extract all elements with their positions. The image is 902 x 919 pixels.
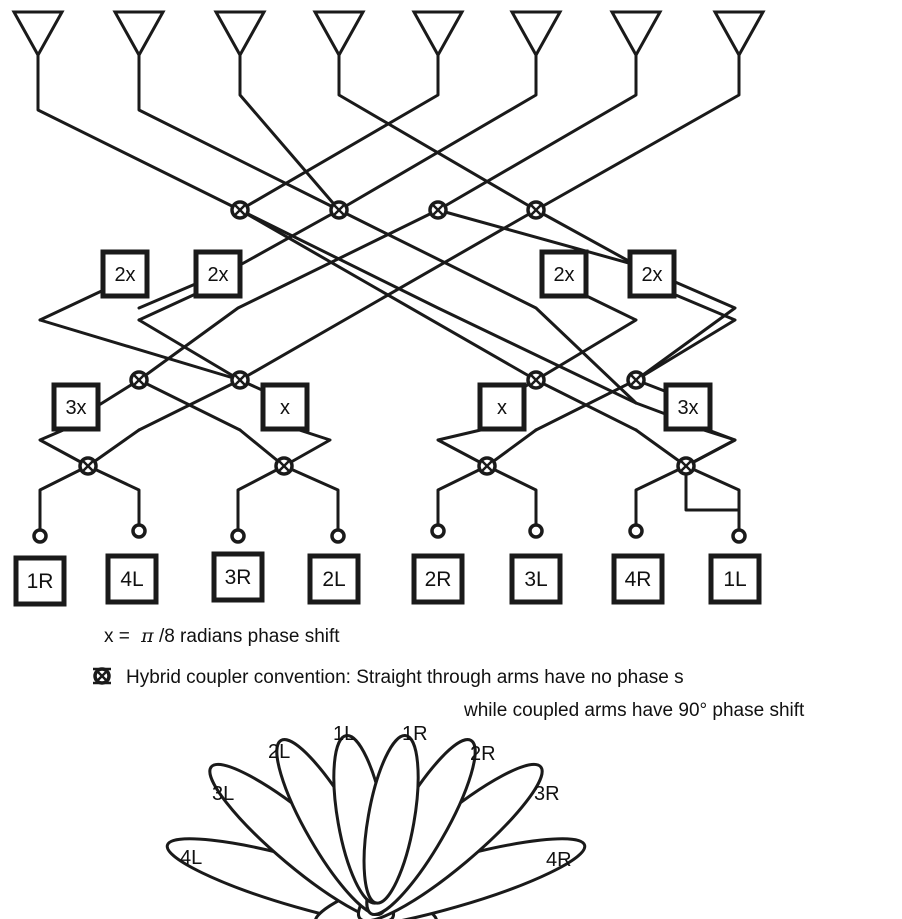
hybrid-coupler-icon: [129, 370, 149, 390]
beam-label-2R: 2R: [470, 743, 496, 765]
port-terminal-icon: [230, 528, 246, 544]
phase-shifter-box: 2x: [627, 249, 677, 299]
beam-label-3R: 3R: [534, 783, 560, 805]
beam-lobe-1R: [362, 734, 420, 905]
beam-label-2L: 2L: [268, 741, 290, 763]
x-definition-symbol: π: [140, 625, 154, 647]
coupler-convention-line1: Hybrid coupler convention: Straight thro…: [126, 667, 684, 688]
phase-shifter-box: 3x: [663, 382, 713, 432]
port-box: 1L: [708, 553, 762, 605]
port-label: 4R: [625, 568, 652, 591]
beam-ports: 1R 4L 3R 2L 2R 3L 4R 1L: [13, 551, 762, 607]
hybrid-coupler-icon: [78, 456, 98, 476]
hybrid-couplers: [78, 200, 696, 476]
port-label: 4L: [120, 568, 143, 591]
phase-shifter-label: 2x: [114, 264, 135, 286]
phase-shifter-label: x: [280, 397, 290, 419]
antenna-icon: [312, 10, 366, 59]
antenna-icon: [112, 10, 166, 59]
port-terminal-icon: [32, 528, 48, 544]
port-box: 3R: [211, 551, 265, 603]
beam-label-3L: 3L: [212, 783, 234, 805]
phase-shifter-label: 2x: [207, 264, 228, 286]
hybrid-coupler-icon: [93, 667, 111, 685]
phase-shifter-box: 2x: [539, 249, 589, 299]
phase-shifter-box: 2x: [193, 249, 243, 299]
hybrid-coupler-icon: [230, 370, 250, 390]
phase-shifter-label: 2x: [641, 264, 662, 286]
phase-shifter-box: x: [477, 382, 527, 432]
port-label: 1L: [723, 568, 746, 591]
beam-label-1L: 1L: [333, 723, 355, 745]
antenna-icon: [411, 10, 465, 59]
hybrid-coupler-icon: [626, 370, 646, 390]
port-terminal-icon: [528, 523, 544, 539]
antenna-icon: [509, 10, 563, 59]
hybrid-coupler-icon: [477, 456, 497, 476]
phase-shifter-label: 3x: [677, 397, 698, 419]
antenna-icon: [609, 10, 663, 59]
port-box: 1R: [13, 555, 67, 607]
hybrid-coupler-icon: [428, 200, 448, 220]
beam-pattern: 4L 3L 2L 1L 1R 2R 3R 4R: [165, 723, 587, 919]
hybrid-coupler-icon: [329, 200, 349, 220]
port-box: 4L: [105, 553, 159, 605]
phase-shifter-label: 3x: [65, 397, 86, 419]
beam-label-4R: 4R: [546, 849, 572, 871]
antenna-row: [11, 10, 766, 59]
port-label: 3L: [524, 568, 547, 591]
port-box: 2R: [411, 553, 465, 605]
port-terminal-icon: [731, 528, 747, 544]
hybrid-coupler-icon: [526, 370, 546, 390]
x-definition-rest: /8 radians phase shift: [159, 626, 340, 647]
beam-label-4L: 4L: [180, 847, 202, 869]
port-terminal-icon: [131, 523, 147, 539]
port-terminals: [32, 523, 747, 544]
hybrid-coupler-icon: [274, 456, 294, 476]
phase-shifters-row2: 3x x x 3x: [51, 382, 713, 432]
antenna-icon: [11, 10, 65, 59]
x-definition-prefix: x =: [104, 626, 130, 647]
port-label: 3R: [225, 566, 252, 589]
phase-shifter-box: x: [260, 382, 310, 432]
phase-shifters-row1: 2x 2x 2x 2x: [100, 249, 677, 299]
port-label: 2R: [425, 568, 452, 591]
phase-shifter-box: 3x: [51, 382, 101, 432]
x-definition: x = π /8 radians phase shift: [104, 625, 340, 647]
coupler-convention-line2: while coupled arms have 90° phase shift: [463, 700, 805, 721]
hybrid-coupler-icon: [230, 200, 250, 220]
phase-shifter-box: 2x: [100, 249, 150, 299]
antenna-icon: [213, 10, 267, 59]
port-terminal-icon: [330, 528, 346, 544]
port-label: 2L: [322, 568, 345, 591]
port-terminal-icon: [430, 523, 446, 539]
port-label: 1R: [27, 570, 54, 593]
beam-label-1R: 1R: [402, 723, 428, 745]
phase-shifter-label: 2x: [553, 264, 574, 286]
phase-shifter-label: x: [497, 397, 507, 419]
legend: x = π /8 radians phase shift Hybrid coup…: [93, 625, 805, 721]
port-box: 2L: [307, 553, 361, 605]
antenna-icon: [712, 10, 766, 59]
hybrid-coupler-icon: [526, 200, 546, 220]
port-terminal-icon: [628, 523, 644, 539]
port-box: 3L: [509, 553, 563, 605]
hybrid-coupler-icon: [676, 456, 696, 476]
port-box: 4R: [611, 553, 665, 605]
